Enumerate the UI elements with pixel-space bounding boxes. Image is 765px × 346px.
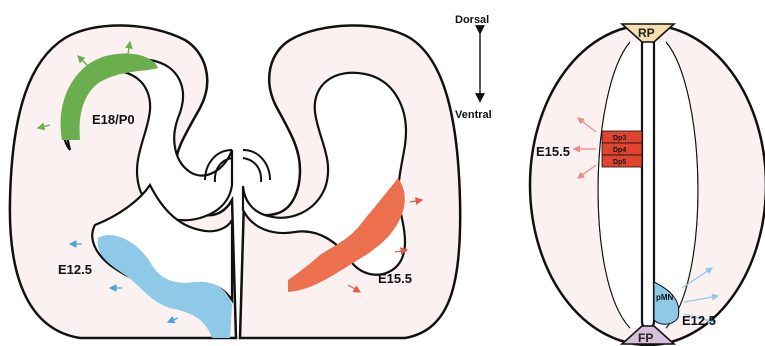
label-e18-p0: E18/P0: [92, 112, 135, 127]
label-e15-spinal: E15.5: [536, 144, 570, 159]
brain-section: E18/P0 E12.5 E15.5: [10, 25, 460, 338]
central-canal: [642, 38, 654, 328]
pmn-label: pMN: [656, 293, 674, 302]
midline-third-ventricle: [205, 150, 270, 182]
ventral-label: Ventral: [455, 109, 492, 121]
dp3-label: Dp3: [613, 135, 626, 142]
label-e12-brain: E12.5: [58, 262, 92, 277]
dorsal-label: Dorsal: [455, 14, 489, 26]
label-e15-brain: E15.5: [378, 271, 412, 286]
dp4-label: Dp4: [613, 147, 626, 154]
fp-label: FP: [638, 331, 653, 345]
rp-label: RP: [638, 26, 655, 40]
dp5-label: Dp5: [613, 159, 626, 166]
orientation-indicator: Dorsal Ventral: [455, 14, 492, 121]
spinal-cord-section: RP FP Dp3 Dp4 Dp5 E15.5 pMN E12.5: [530, 24, 765, 345]
label-e12-spinal: E12.5: [682, 313, 716, 328]
